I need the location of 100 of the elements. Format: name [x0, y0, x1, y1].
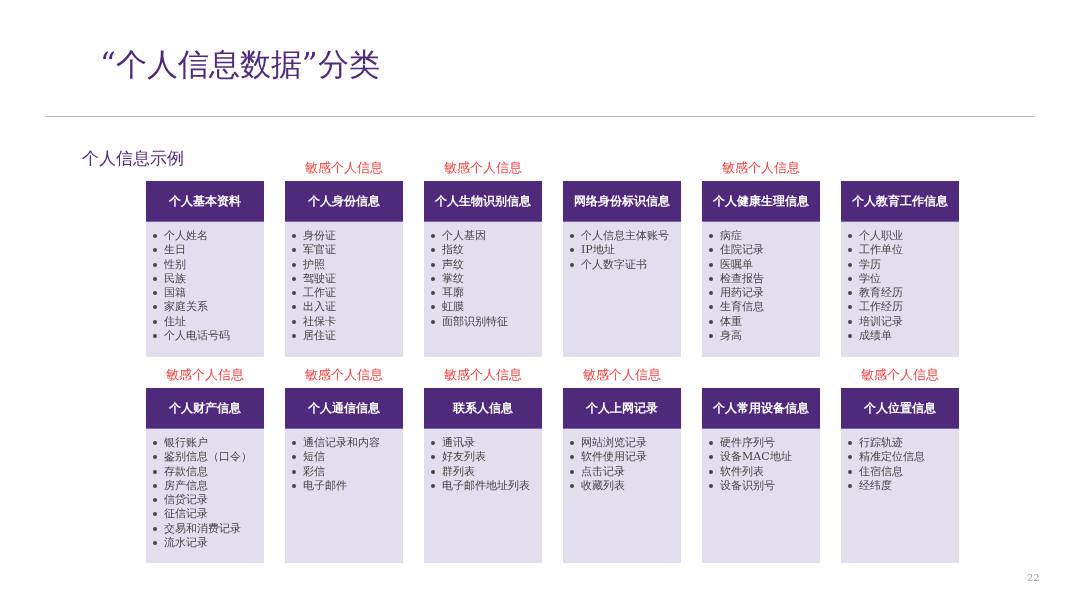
category-card: [285, 388, 403, 563]
list-item: 住址: [164, 314, 186, 328]
list-item: 生育信息: [720, 300, 764, 314]
list-item: 行踪轨迹: [859, 436, 903, 449]
list-item: 存款信息: [164, 464, 208, 478]
list-item: 学历: [859, 257, 881, 271]
list-item: 用药记录: [720, 286, 764, 300]
list-item: 工作证: [303, 286, 336, 300]
list-item: 收藏列表: [581, 478, 625, 492]
category-card: [702, 388, 820, 563]
list-item: 设备MAC地址: [720, 450, 792, 464]
list-item: 成绩单: [859, 329, 892, 343]
sensitive-tag: 敏感个人信息: [583, 366, 661, 384]
list-item: 房产信息: [164, 478, 208, 492]
card-header: 个人常用设备信息: [702, 388, 820, 429]
list-item: 国籍: [164, 286, 186, 300]
list-item: 个人基因: [442, 229, 486, 242]
list-item: 银行账户: [164, 436, 208, 449]
card-header: 个人生物识别信息: [424, 181, 542, 222]
list-item: 网站浏览记录: [581, 436, 647, 449]
list-item: 病症: [720, 229, 742, 242]
card-header: 个人教育工作信息: [841, 181, 959, 222]
list-item: 流水记录: [164, 536, 208, 550]
category-card: [702, 181, 820, 357]
list-item: 医嘱单: [720, 257, 753, 271]
category-card: [285, 181, 403, 357]
card-header: 个人身份信息: [285, 181, 403, 222]
list-item: 身份证: [303, 229, 336, 242]
list-item: 经纬度: [859, 478, 892, 492]
list-item: 彩信: [303, 464, 325, 478]
slide-title: “个人信息数据”分类: [100, 45, 380, 84]
list-item: 耳廓: [442, 286, 464, 300]
list-item: 信贷记录: [164, 493, 208, 507]
list-item: 居住证: [303, 329, 336, 343]
list-item: 通讯录: [442, 436, 475, 449]
list-item: 掌纹: [442, 271, 464, 285]
list-item: 社保卡: [303, 314, 336, 328]
list-item: 鉴别信息（口令）: [164, 450, 252, 464]
list-item: 征信记录: [164, 507, 208, 521]
list-item: 声纹: [442, 257, 464, 271]
list-item: 软件使用记录: [581, 450, 647, 464]
sensitive-tag: 敏感个人信息: [861, 366, 939, 384]
list-item: 通信记录和内容: [303, 436, 380, 449]
card-header: 个人通信信息: [285, 388, 403, 429]
category-card: [841, 388, 959, 563]
sensitive-tag: 敏感个人信息: [444, 159, 522, 177]
list-item: 群列表: [442, 464, 475, 478]
list-item: 工作单位: [859, 243, 903, 257]
list-item: 家庭关系: [164, 300, 208, 314]
category-card: [563, 181, 681, 357]
list-item: 电子邮件地址列表: [442, 478, 530, 492]
page-number: 22: [1027, 572, 1040, 583]
list-item: 虹膜: [442, 300, 464, 314]
list-item: 军官证: [303, 243, 336, 257]
category-card: [146, 388, 264, 563]
list-item: 护照: [303, 257, 325, 271]
list-item: 住院记录: [720, 243, 764, 257]
list-item: 个人信息主体账号: [581, 229, 669, 242]
list-item: 个人姓名: [164, 229, 208, 242]
list-item: 指纹: [442, 243, 464, 257]
sensitive-tag: 敏感个人信息: [305, 159, 383, 177]
card-header: 个人财产信息: [146, 388, 264, 429]
card-header: 个人健康生理信息: [702, 181, 820, 222]
sensitive-tag: 敏感个人信息: [166, 366, 244, 384]
list-item: 电子邮件: [303, 478, 347, 492]
list-item: 精准定位信息: [859, 450, 925, 464]
list-item: 体重: [720, 314, 742, 328]
list-item: 民族: [164, 271, 186, 285]
list-item: 设备识别号: [720, 478, 775, 492]
list-item: 学位: [859, 271, 881, 285]
list-item: 教育经历: [859, 286, 903, 300]
list-item: IP地址: [581, 243, 615, 257]
list-item: 身高: [720, 329, 742, 343]
list-item: 培训记录: [859, 314, 903, 328]
list-item: 好友列表: [442, 450, 486, 464]
list-item: 住宿信息: [859, 464, 903, 478]
list-item: 软件列表: [720, 464, 764, 478]
card-header: 网络身份标识信息: [563, 181, 681, 222]
category-card: [424, 181, 542, 357]
list-item: 性别: [164, 257, 186, 271]
list-item: 硬件序列号: [720, 436, 775, 449]
list-item: 短信: [303, 450, 325, 464]
card-header: 联系人信息: [424, 388, 542, 429]
list-item: 面部识别特征: [442, 314, 508, 328]
list-item: 出入证: [303, 300, 336, 314]
category-card: [563, 388, 681, 563]
list-item: 个人电话号码: [164, 329, 230, 343]
card-header: 个人基本资料: [146, 181, 264, 222]
section-label: 个人信息示例: [82, 147, 184, 170]
list-item: 个人职业: [859, 229, 903, 242]
list-item: 点击记录: [581, 464, 625, 478]
list-item: 检查报告: [720, 271, 764, 285]
sensitive-tag: 敏感个人信息: [444, 366, 522, 384]
list-item: 生日: [164, 243, 186, 257]
sensitive-tag: 敏感个人信息: [722, 159, 800, 177]
list-item: 个人数字证书: [581, 257, 647, 271]
card-header: 个人上网记录: [563, 388, 681, 429]
list-item: 驾驶证: [303, 271, 336, 285]
card-header: 个人位置信息: [841, 388, 959, 429]
list-item: 工作经历: [859, 300, 903, 314]
